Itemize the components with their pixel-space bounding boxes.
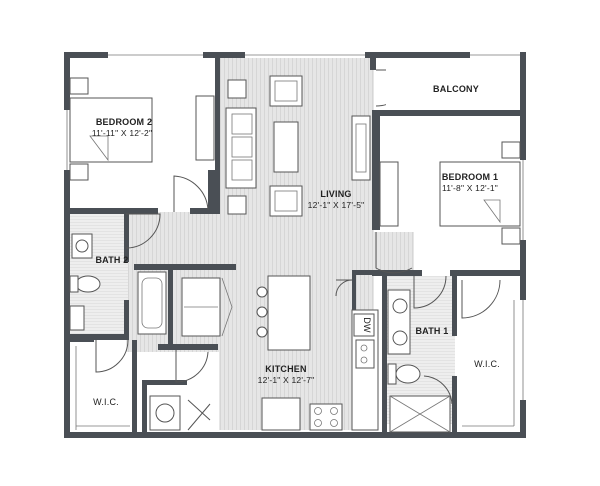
balcony-name: BALCONY [433, 84, 479, 94]
living-furniture [225, 75, 371, 217]
windows [64, 52, 526, 400]
bedroom1-dims: 11'-8" X 12'-1" [442, 183, 498, 193]
door-swings [95, 69, 501, 431]
bedroom2-dims: 11'-11" X 12'-2" [92, 128, 152, 138]
bedroom2-name: BEDROOM 2 [96, 117, 152, 127]
bedroom1-name: BEDROOM 1 [442, 172, 498, 182]
dishwasher-label: DW [362, 317, 372, 333]
bath2-fixtures [69, 233, 167, 335]
interior-walls [70, 58, 526, 438]
kitchen-name: KITCHEN [265, 364, 306, 374]
bath1-fixtures [387, 289, 451, 433]
washer-dryer [149, 395, 181, 431]
bath2-name: BATH 2 [95, 255, 128, 265]
living-name: LIVING [320, 189, 351, 199]
room-labels: BEDROOM 2 11'-11" X 12'-2" LIVING 12'-1"… [92, 84, 500, 407]
wic-left-name: W.I.C. [93, 397, 119, 407]
linen-closet [181, 277, 233, 337]
bedroom2-furniture [69, 77, 215, 181]
kitchen-fixtures [256, 275, 379, 431]
balcony [386, 58, 520, 110]
bath1-name: BATH 1 [415, 326, 448, 336]
wic-shelves [75, 300, 515, 430]
kitchen-dims: 12'-1" X 12'-7" [258, 375, 315, 385]
bedroom1-furniture [379, 141, 521, 245]
wic-right-name: W.I.C. [474, 359, 500, 369]
living-dims: 12'-1" X 17'-5" [308, 200, 365, 210]
